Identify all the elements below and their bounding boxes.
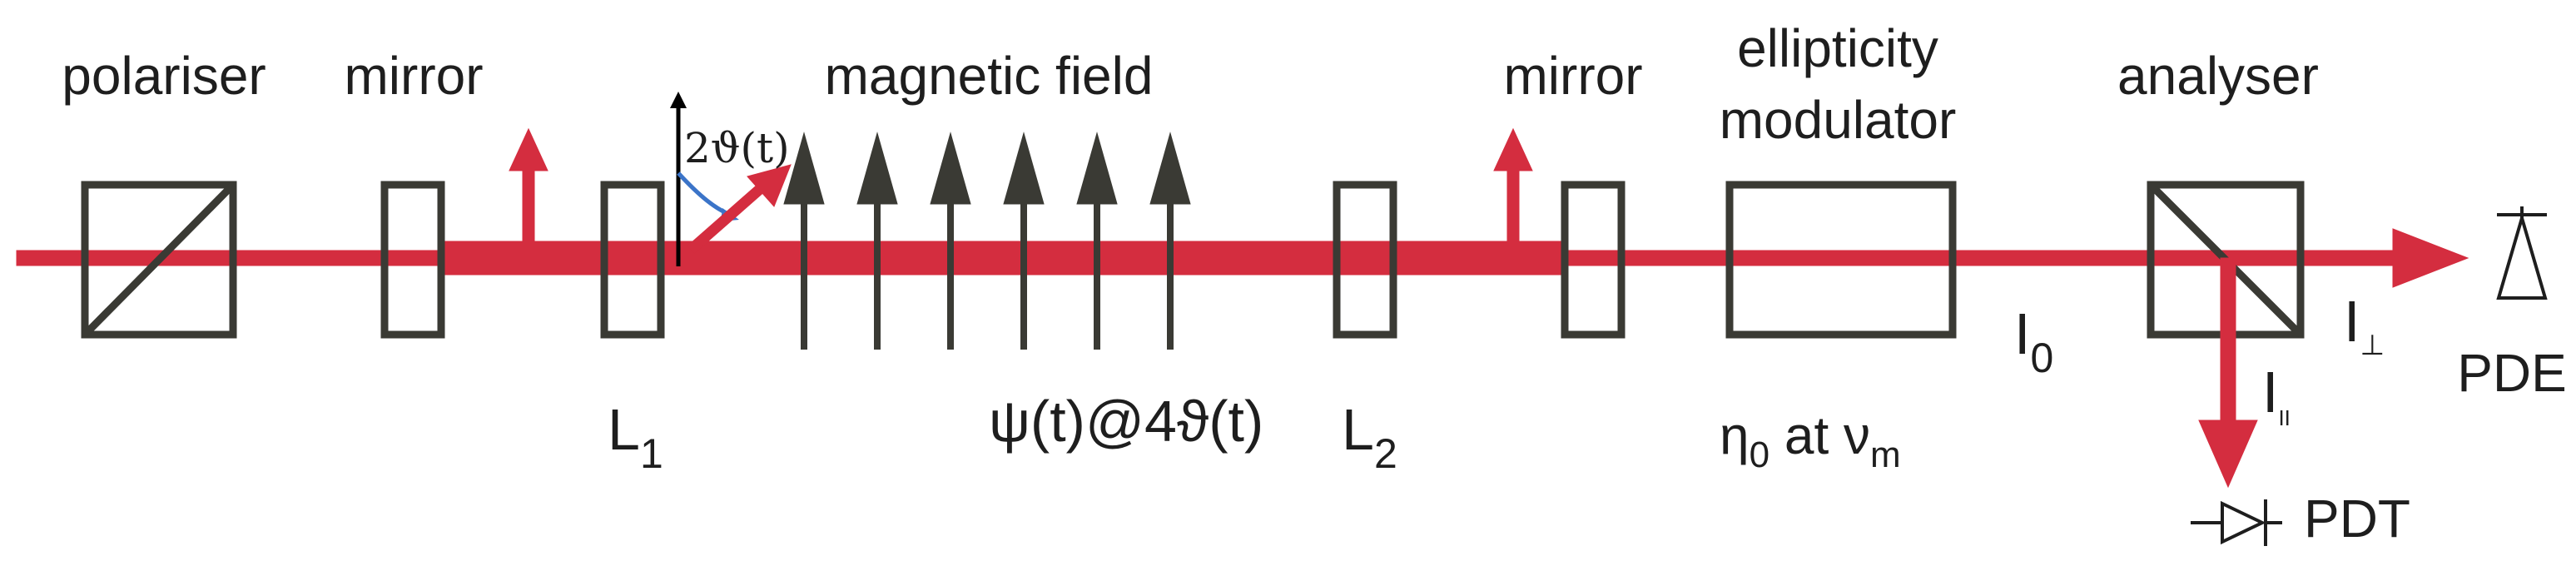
lens-L1	[600, 181, 665, 339]
label-PDE: PDE	[2457, 343, 2567, 403]
label-I0: I0	[2014, 301, 2053, 381]
label-L1: L1	[608, 397, 663, 477]
field-arrow	[783, 132, 825, 350]
label-mirror-left: mirror	[344, 46, 483, 106]
label-eta: η0 at νm	[1720, 405, 1901, 475]
mirror-left	[380, 181, 445, 339]
photodiode-PDT	[2191, 499, 2282, 546]
label-mirror-right: mirror	[1503, 46, 1642, 106]
field-arrow	[1003, 132, 1045, 350]
label-L2: L2	[1342, 397, 1397, 477]
mirror-right	[1561, 181, 1626, 339]
label-magnetic-field: magnetic field	[825, 46, 1154, 106]
label-modulator: modulator	[1720, 90, 1957, 150]
field-arrow	[1076, 132, 1118, 350]
polarization-arrow-left	[509, 127, 548, 251]
label-analyser: analyser	[2117, 46, 2319, 106]
polariser	[81, 181, 237, 339]
label-Ipar: III	[2262, 360, 2291, 430]
magnetic-field-arrows	[783, 132, 1191, 350]
field-arrow	[1149, 132, 1191, 350]
label-psi: ψ(t)@4ϑ(t)	[989, 389, 1263, 454]
ellipticity-modulator	[1725, 181, 1957, 339]
label-PDT: PDT	[2304, 489, 2410, 549]
field-arrow	[856, 132, 898, 350]
label-ellipticity: ellipticity	[1737, 18, 1938, 78]
reference-axis-arrow	[670, 92, 687, 266]
parallel-beam	[2198, 257, 2258, 489]
angle-arc	[677, 171, 735, 219]
field-arrow	[930, 132, 971, 350]
laser-beam-cavity	[438, 241, 1567, 276]
photodiode-PDE	[2496, 206, 2548, 300]
polarization-arrow-right	[1493, 127, 1533, 251]
label-Iperp: I⊥	[2344, 289, 2385, 361]
beam-arrowhead	[2392, 228, 2469, 288]
polarization-arrow-diagonal	[687, 164, 792, 254]
label-angle: 2ϑ(t)	[684, 124, 790, 172]
label-polariser: polariser	[62, 46, 266, 106]
lens-L2	[1333, 181, 1397, 339]
